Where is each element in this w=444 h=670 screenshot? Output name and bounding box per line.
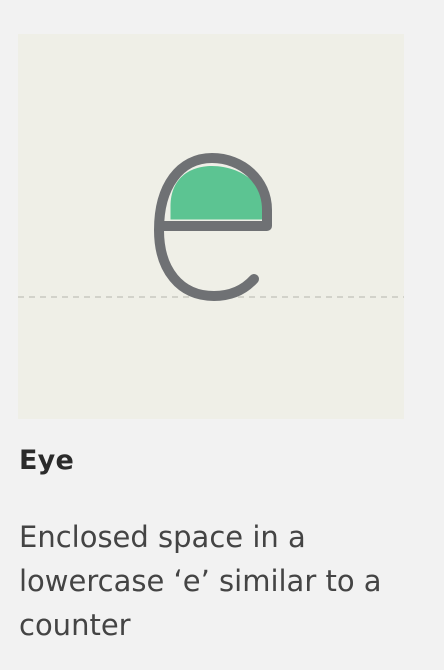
term-definition: Enclosed space in a lowercase ‘e’ simila… [19,520,382,642]
term-heading: Eye [19,445,74,476]
letter-e-stroke [154,153,272,301]
letter-e-illustration [18,34,404,419]
letter-e-diagram [18,153,404,301]
eye-highlight [170,166,263,220]
